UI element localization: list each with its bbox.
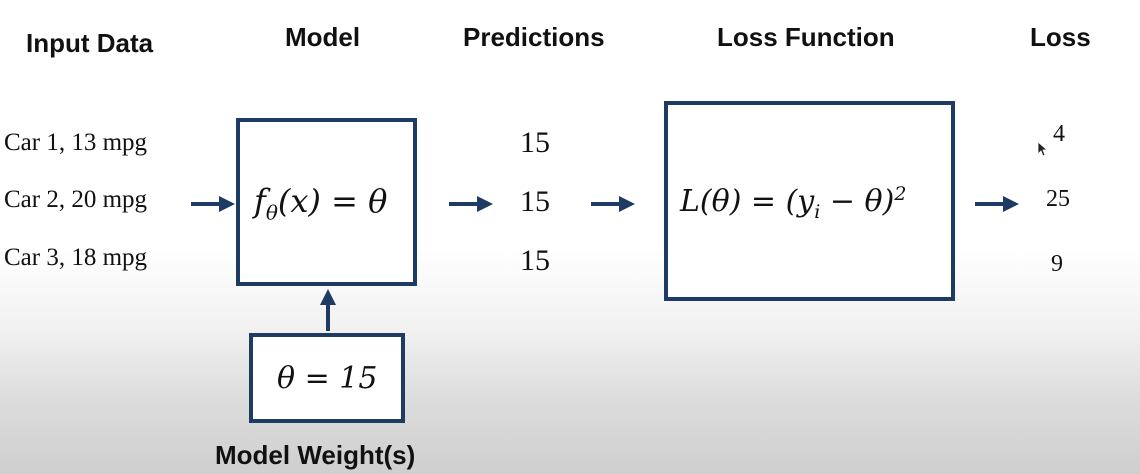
loss-function-box: L(θ) = (yi − θ)2 <box>664 101 955 301</box>
mouse-cursor-icon <box>1037 141 1047 157</box>
arrow-model-to-predictions <box>449 196 493 212</box>
loss-formula: L(θ) = (yi − θ)2 <box>680 183 907 223</box>
arrow-weight-to-model <box>320 289 336 331</box>
header-loss: Loss <box>1030 22 1091 52</box>
header-model: Model <box>285 22 361 52</box>
header-predictions: Predictions <box>463 22 605 52</box>
arrow-loss-function-to-loss <box>975 196 1019 212</box>
loss-3: 9 <box>1051 251 1063 277</box>
loss-2: 25 <box>1046 186 1070 212</box>
header-input-data: Input Data <box>26 28 154 58</box>
weight-formula: θ = 15 <box>277 361 378 396</box>
prediction-2: 15 <box>520 185 550 218</box>
model-box: fθ(x) = θ <box>236 118 417 286</box>
model-formula: fθ(x) = θ <box>254 182 388 225</box>
prediction-1: 15 <box>520 126 550 159</box>
weight-caption: Model Weight(s) <box>215 440 416 470</box>
car-1-label: Car 1, 13 mpg <box>4 129 148 156</box>
weight-box: θ = 15 <box>249 333 405 423</box>
car-2-label: Car 2, 20 mpg <box>4 186 148 213</box>
loss-1: 4 <box>1053 121 1065 147</box>
arrow-input-to-model <box>191 196 235 212</box>
prediction-3: 15 <box>520 244 550 277</box>
header-loss-function: Loss Function <box>717 22 895 52</box>
car-3-label: Car 3, 18 mpg <box>4 244 148 271</box>
arrow-predictions-to-loss-function <box>591 196 635 212</box>
